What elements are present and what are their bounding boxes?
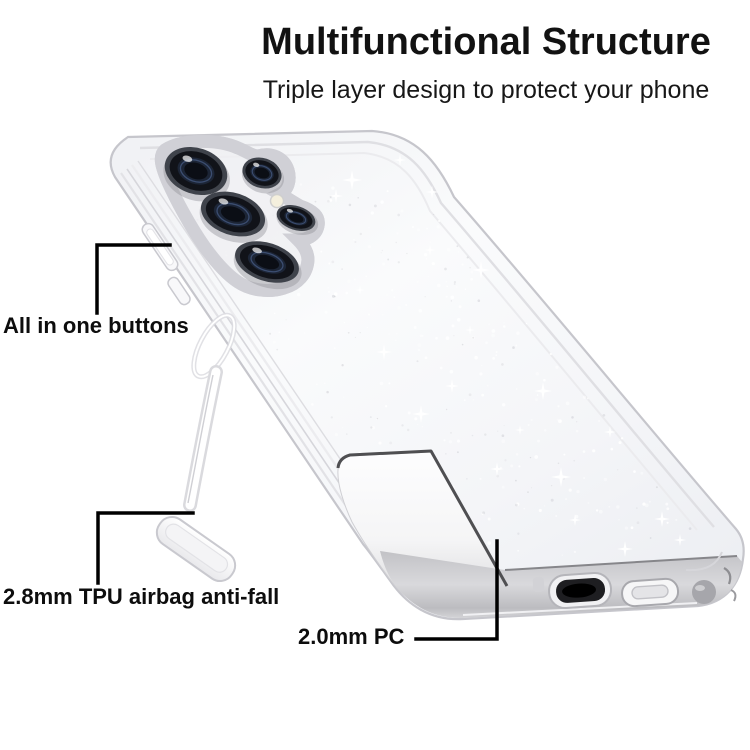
camera-lens (163, 146, 230, 202)
annotation-label-tpu: 2.8mm TPU airbag anti-fall (3, 584, 280, 609)
camera-flash (269, 193, 285, 209)
annotation-label-buttons: All in one buttons (3, 313, 189, 338)
annotation-label-pc: 2.0mm PC (298, 624, 405, 649)
callout-line-tpu (96, 511, 195, 585)
page-title: Multifunctional Structure (261, 21, 711, 63)
side-buttons (141, 222, 191, 306)
kickstand (155, 312, 237, 583)
kickstand-foot (155, 515, 237, 583)
glitter-glints (304, 154, 686, 557)
bottom-corner-detail (532, 551, 737, 604)
speaker-port (621, 577, 680, 608)
bottom-band (336, 449, 742, 619)
callout-line-buttons (95, 243, 172, 315)
usb-port (548, 571, 613, 610)
callout-line-pc (414, 539, 499, 641)
camera-lens (233, 241, 302, 290)
camera-lens (241, 157, 285, 194)
camera-module (157, 139, 322, 297)
camera-lens (199, 191, 268, 243)
page-subtitle: Triple layer design to protect your phon… (262, 76, 710, 104)
pc-plate-cut-edge (336, 449, 509, 587)
camera-lens (276, 205, 319, 235)
